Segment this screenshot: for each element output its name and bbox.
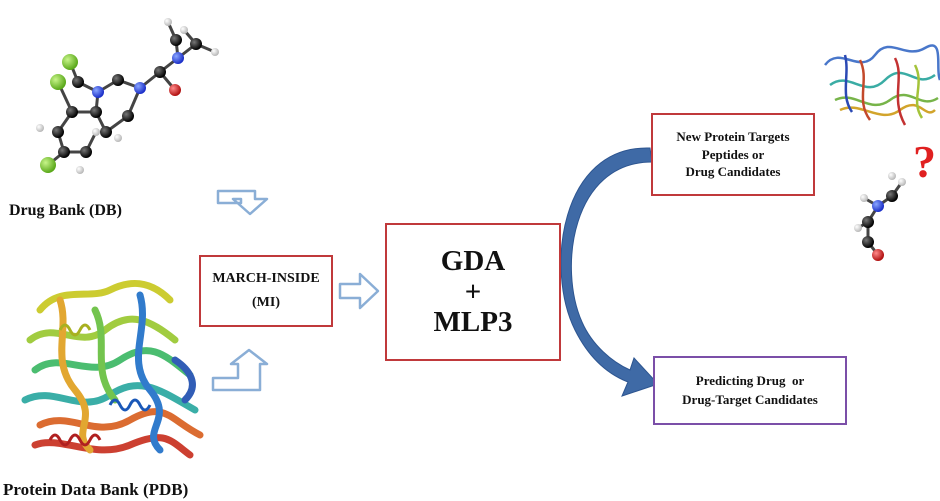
small-molecule-atoms-icon: [854, 172, 906, 261]
march-inside-title: MARCH-INSIDE: [212, 271, 320, 286]
hollow-arrow-up-icon: [211, 348, 269, 392]
hollow-arrow-down-icon: [216, 189, 269, 216]
pdb-label: Protein Data Bank (PDB): [3, 480, 189, 499]
question-mark: ?: [913, 136, 936, 187]
targets-line-2: Peptides or: [701, 146, 765, 162]
march-inside-box: MARCH-INSIDE (MI): [199, 255, 333, 327]
predicting-line-1: Predicting Drug or: [695, 373, 805, 389]
gda-label: GDA: [440, 245, 506, 278]
protein-structure-icon: [21, 279, 204, 459]
drug-molecule-atoms-icon: [36, 18, 219, 174]
curved-flow-arrow: [560, 147, 659, 397]
protein-helix-icon: [48, 323, 152, 447]
plus-label: +: [464, 275, 482, 308]
drug-molecule-icon: [47, 21, 216, 167]
march-inside-abbrev: (MI): [252, 295, 280, 310]
predicting-box: Predicting Drug or Drug-Target Candidate…: [653, 356, 847, 425]
targets-line-3: Drug Candidates: [685, 164, 781, 180]
protein-target-icon: [824, 44, 940, 126]
mlp3-label: MLP3: [433, 306, 513, 339]
drug-bank-label: Drug Bank (DB): [9, 202, 122, 219]
targets-line-1: New Protein Targets: [676, 129, 790, 145]
gda-mlp3-box: GDA + MLP3: [385, 223, 561, 361]
new-targets-box: New Protein Targets Peptides or Drug Can…: [651, 113, 815, 196]
predicting-line-2: Drug-Target Candidates: [682, 391, 818, 407]
hollow-arrow-right-icon: [338, 272, 380, 310]
